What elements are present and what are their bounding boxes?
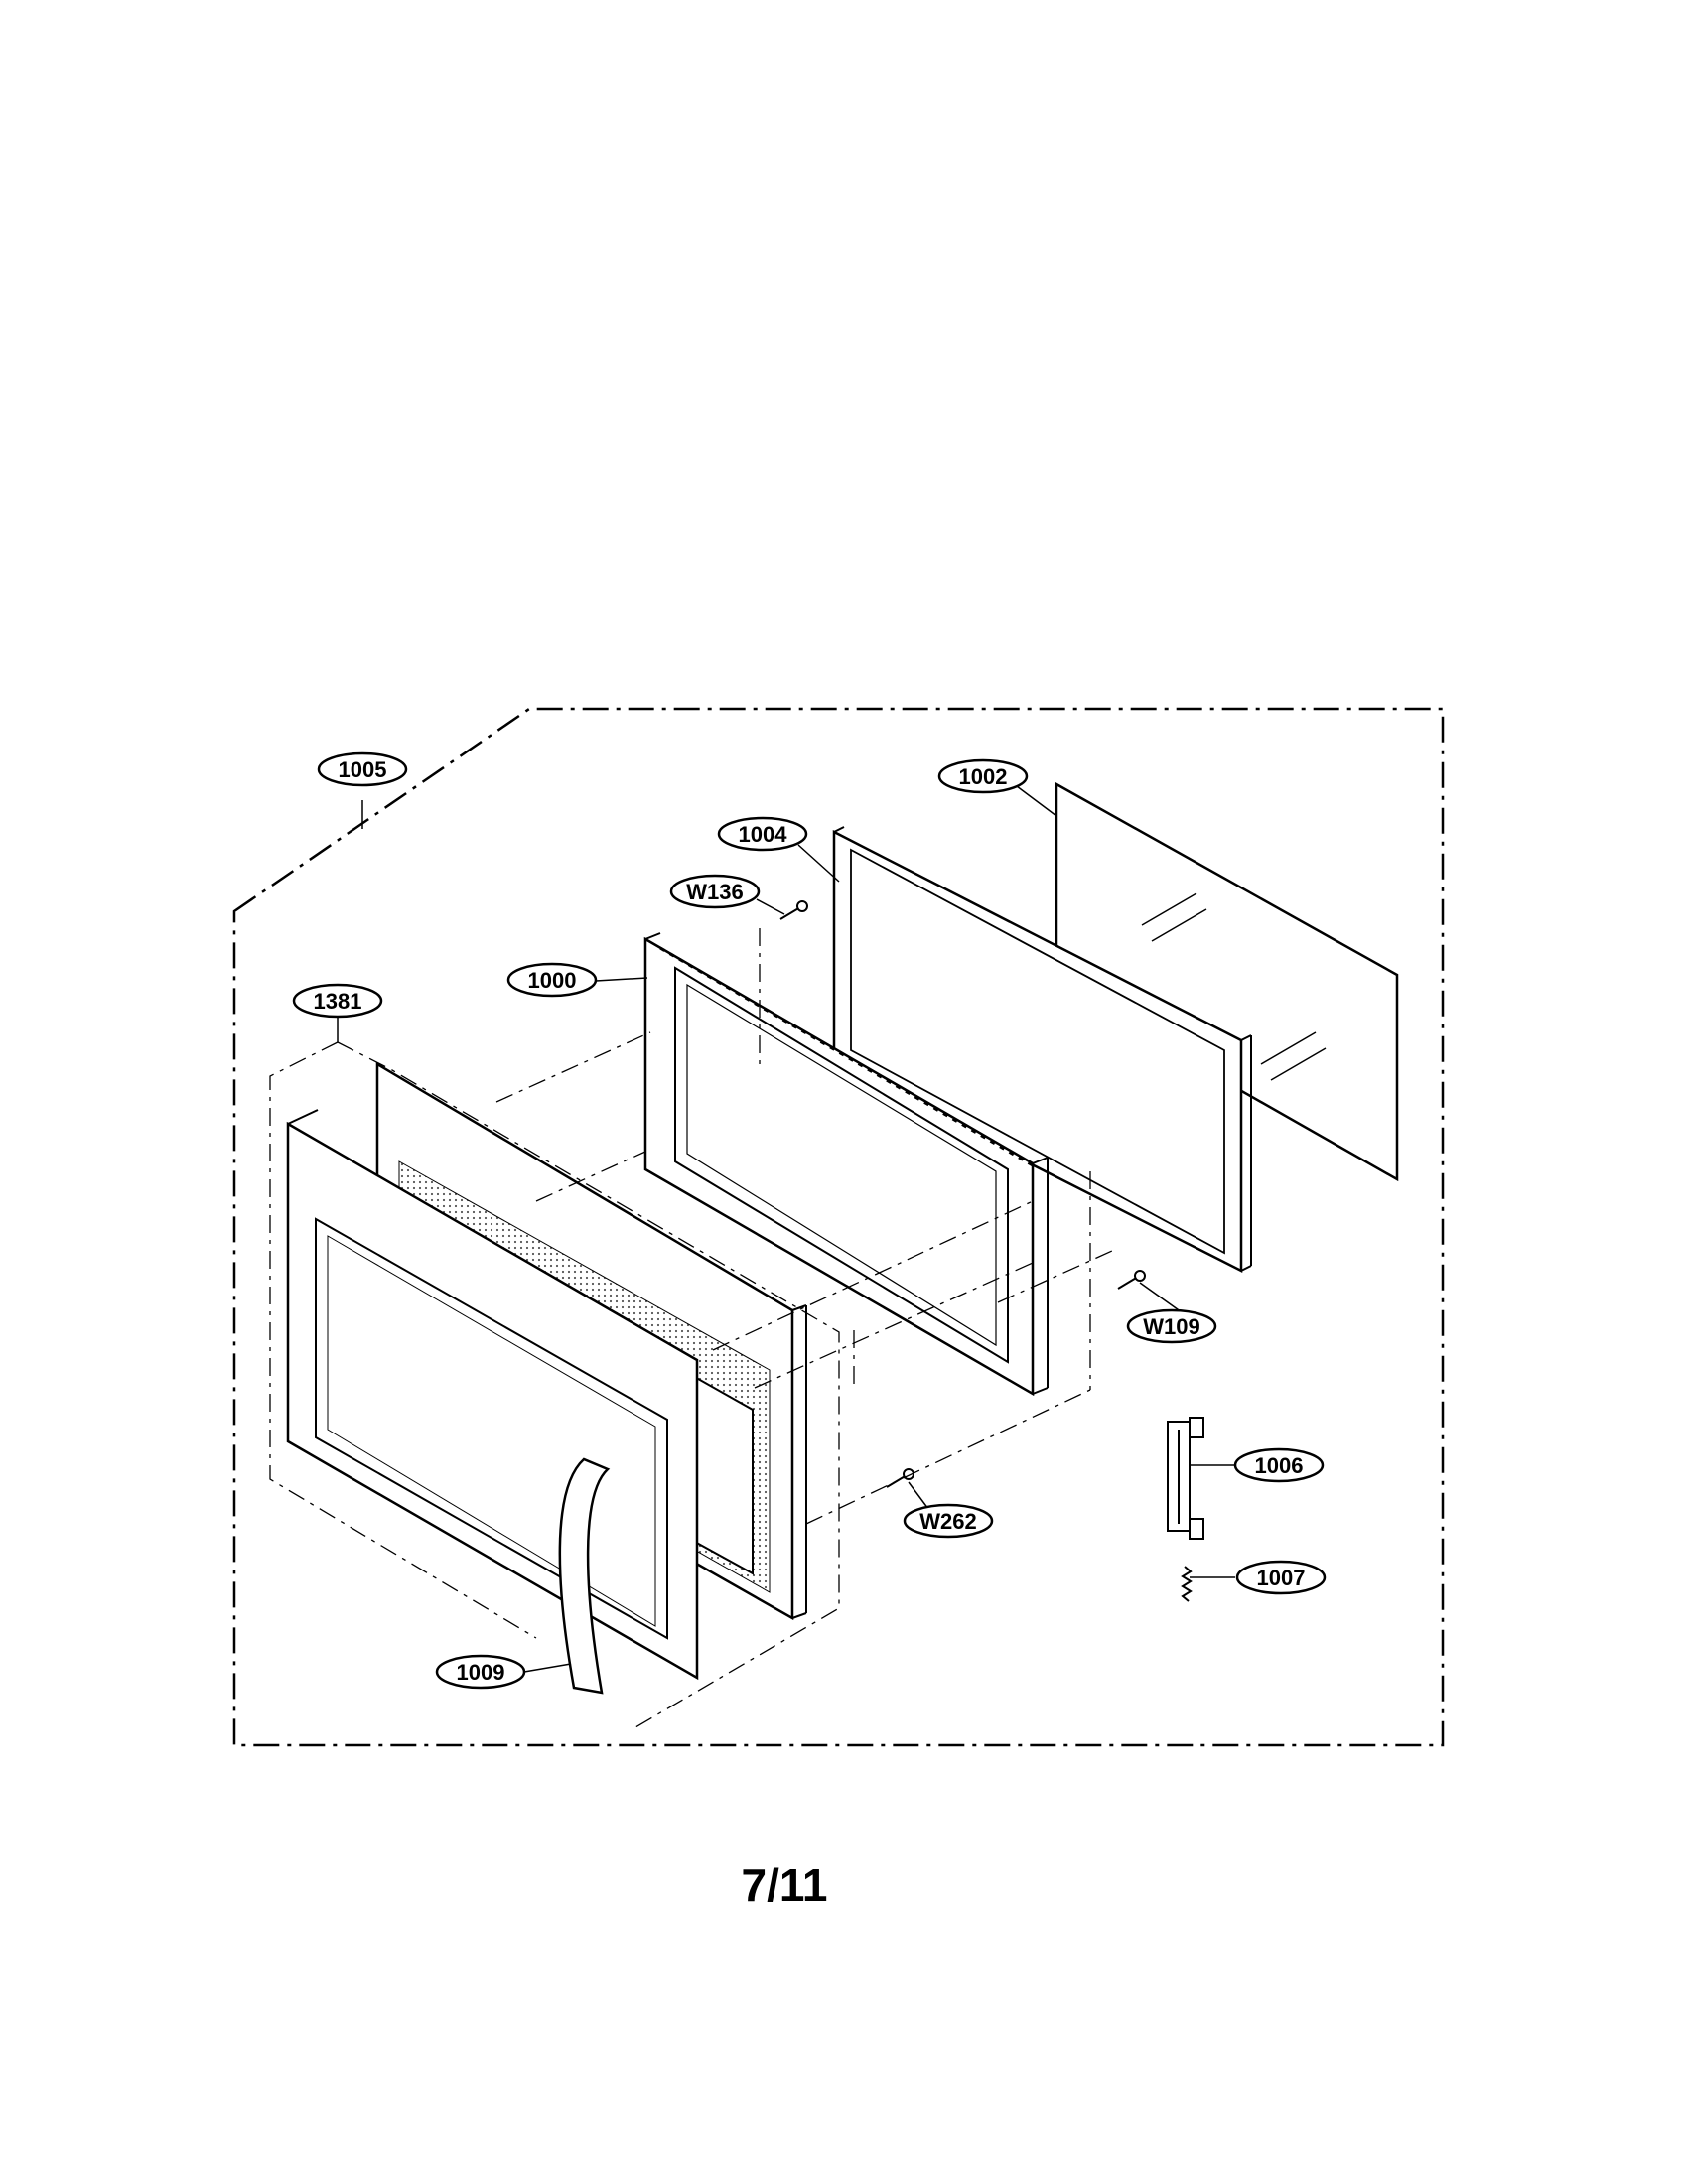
door-handle-1009 bbox=[558, 1457, 611, 1695]
screw-w109 bbox=[1117, 1270, 1146, 1290]
callout-1381: 1381 bbox=[292, 983, 383, 1019]
callout-w136: W136 bbox=[669, 874, 761, 909]
door-frame-1000 bbox=[643, 932, 1049, 1397]
window-glass-1002 bbox=[1055, 781, 1399, 1182]
choke-cover-1004 bbox=[832, 826, 1252, 1274]
callout-w109: W109 bbox=[1126, 1308, 1217, 1344]
dash-dot-alignment-lines bbox=[269, 928, 1113, 1728]
page-number: 7/11 bbox=[741, 1859, 828, 1911]
callout-1002: 1002 bbox=[937, 758, 1029, 794]
spring-1007 bbox=[1181, 1566, 1193, 1602]
callout-1005: 1005 bbox=[317, 751, 408, 787]
assembly-boundary bbox=[232, 707, 1445, 1747]
latch-1006 bbox=[1167, 1417, 1204, 1540]
svg-text:W262: W262 bbox=[919, 1509, 976, 1534]
svg-text:W136: W136 bbox=[686, 880, 743, 904]
callout-1000: 1000 bbox=[506, 962, 598, 998]
door-front-panel bbox=[286, 1109, 699, 1681]
svg-text:1381: 1381 bbox=[314, 989, 362, 1014]
svg-text:W109: W109 bbox=[1143, 1314, 1199, 1339]
screw-w262 bbox=[886, 1468, 914, 1488]
callout-w262: W262 bbox=[903, 1503, 994, 1539]
screw-w136 bbox=[779, 900, 808, 920]
svg-text:1009: 1009 bbox=[457, 1660, 505, 1685]
callout-1004: 1004 bbox=[717, 816, 808, 852]
svg-text:1004: 1004 bbox=[739, 822, 788, 847]
svg-text:1002: 1002 bbox=[959, 764, 1008, 789]
leader-lines bbox=[337, 785, 1235, 1673]
callout-1006: 1006 bbox=[1233, 1447, 1325, 1483]
callout-1009: 1009 bbox=[435, 1654, 526, 1690]
svg-text:1005: 1005 bbox=[339, 757, 387, 782]
svg-text:1007: 1007 bbox=[1257, 1566, 1306, 1590]
callout-1007: 1007 bbox=[1235, 1560, 1327, 1595]
svg-text:1006: 1006 bbox=[1255, 1453, 1304, 1478]
svg-text:1000: 1000 bbox=[528, 968, 577, 993]
